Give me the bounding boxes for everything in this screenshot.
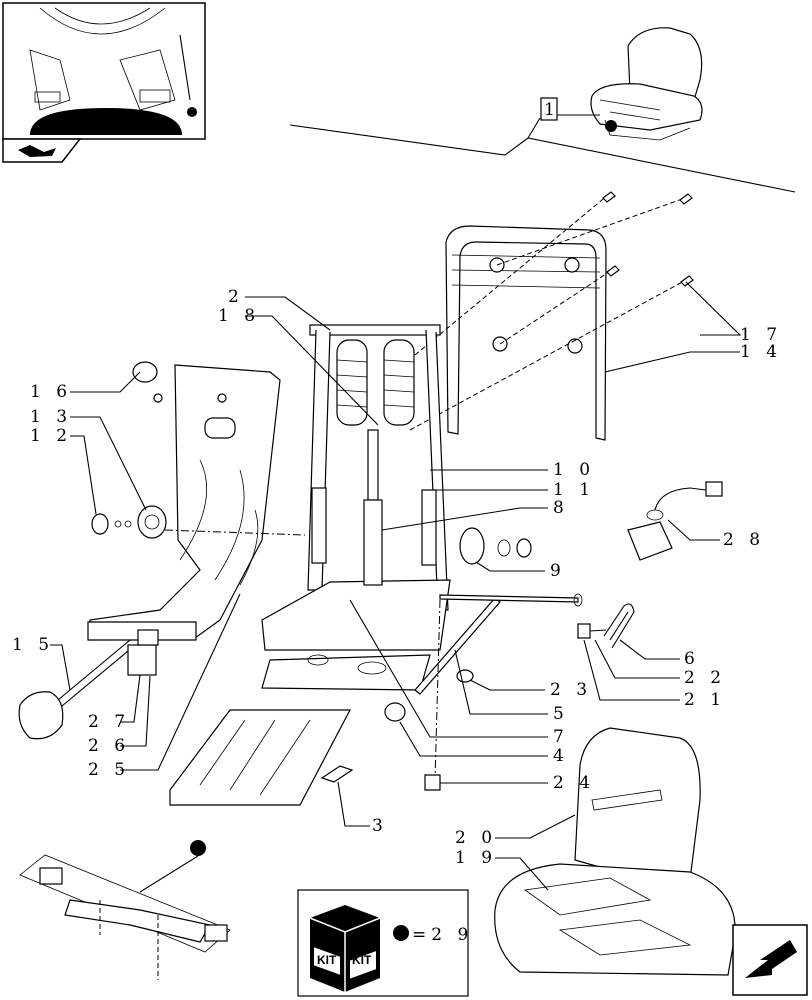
bolt-screws bbox=[602, 191, 694, 287]
kit-dot-icon bbox=[393, 925, 409, 941]
adjust-handle bbox=[18, 639, 135, 740]
callout-12: 1 2 bbox=[30, 426, 72, 446]
slide-rail-plate bbox=[169, 709, 354, 806]
kit-marker-dot bbox=[190, 840, 206, 856]
callout-24: 2 4 bbox=[553, 773, 595, 793]
callout-7: 7 bbox=[553, 727, 569, 747]
callout-14: 1 4 bbox=[740, 342, 782, 362]
callout-11: 1 1 bbox=[553, 480, 595, 500]
callout-27: 2 7 bbox=[88, 712, 130, 732]
callout-5: 5 bbox=[553, 704, 569, 724]
kit-icon: KIT KIT bbox=[309, 905, 381, 992]
callout-16: 1 6 bbox=[30, 382, 72, 402]
callout-25: 2 5 bbox=[88, 760, 130, 780]
vehicle-section-icon[interactable] bbox=[2, 138, 82, 163]
callout-26: 2 6 bbox=[88, 736, 130, 756]
kit-badge-left: KIT bbox=[317, 953, 337, 967]
callout-18: 1 8 bbox=[218, 306, 260, 326]
kit-badge-right: KIT bbox=[352, 953, 372, 967]
callout-8: 8 bbox=[553, 498, 569, 518]
backrest-frame bbox=[445, 225, 607, 441]
seat-switch bbox=[627, 481, 723, 561]
seat-assembly-thumbnail bbox=[590, 27, 703, 141]
seat-cushion bbox=[494, 727, 736, 976]
callout-9: 9 bbox=[550, 561, 566, 581]
callout-13: 1 3 bbox=[30, 407, 72, 427]
side-plate bbox=[87, 364, 281, 641]
linkage-subassembly bbox=[19, 854, 231, 980]
tractor-cab-thumbnail bbox=[2, 2, 206, 140]
callout-labels: 1 2 1 8 1 7 1 4 1 6 1 3 1 2 1 0 1 1 8 9 … bbox=[12, 100, 782, 868]
callout-20: 2 0 bbox=[455, 828, 497, 848]
callout-19: 1 9 bbox=[455, 848, 497, 868]
kit-legend-text: =2 9 bbox=[412, 925, 473, 945]
callout-22: 2 2 bbox=[684, 668, 726, 688]
callout-3: 3 bbox=[372, 816, 388, 836]
callout-17: 1 7 bbox=[740, 325, 782, 345]
suspension-springs bbox=[336, 339, 415, 426]
callout-2: 2 bbox=[228, 287, 244, 307]
callout-21: 2 1 bbox=[684, 690, 726, 710]
callout-15: 1 5 bbox=[12, 635, 54, 655]
callout-1: 1 bbox=[544, 100, 560, 120]
callout-1-box bbox=[540, 97, 558, 121]
leader-lines bbox=[50, 281, 742, 893]
callout-6: 6 bbox=[684, 649, 700, 669]
callout-23: 2 3 bbox=[550, 680, 592, 700]
callout-10: 1 0 bbox=[553, 460, 595, 480]
callout-4: 4 bbox=[553, 746, 569, 766]
back-arrow-icon[interactable] bbox=[732, 924, 808, 996]
callout-28: 2 8 bbox=[723, 530, 765, 550]
